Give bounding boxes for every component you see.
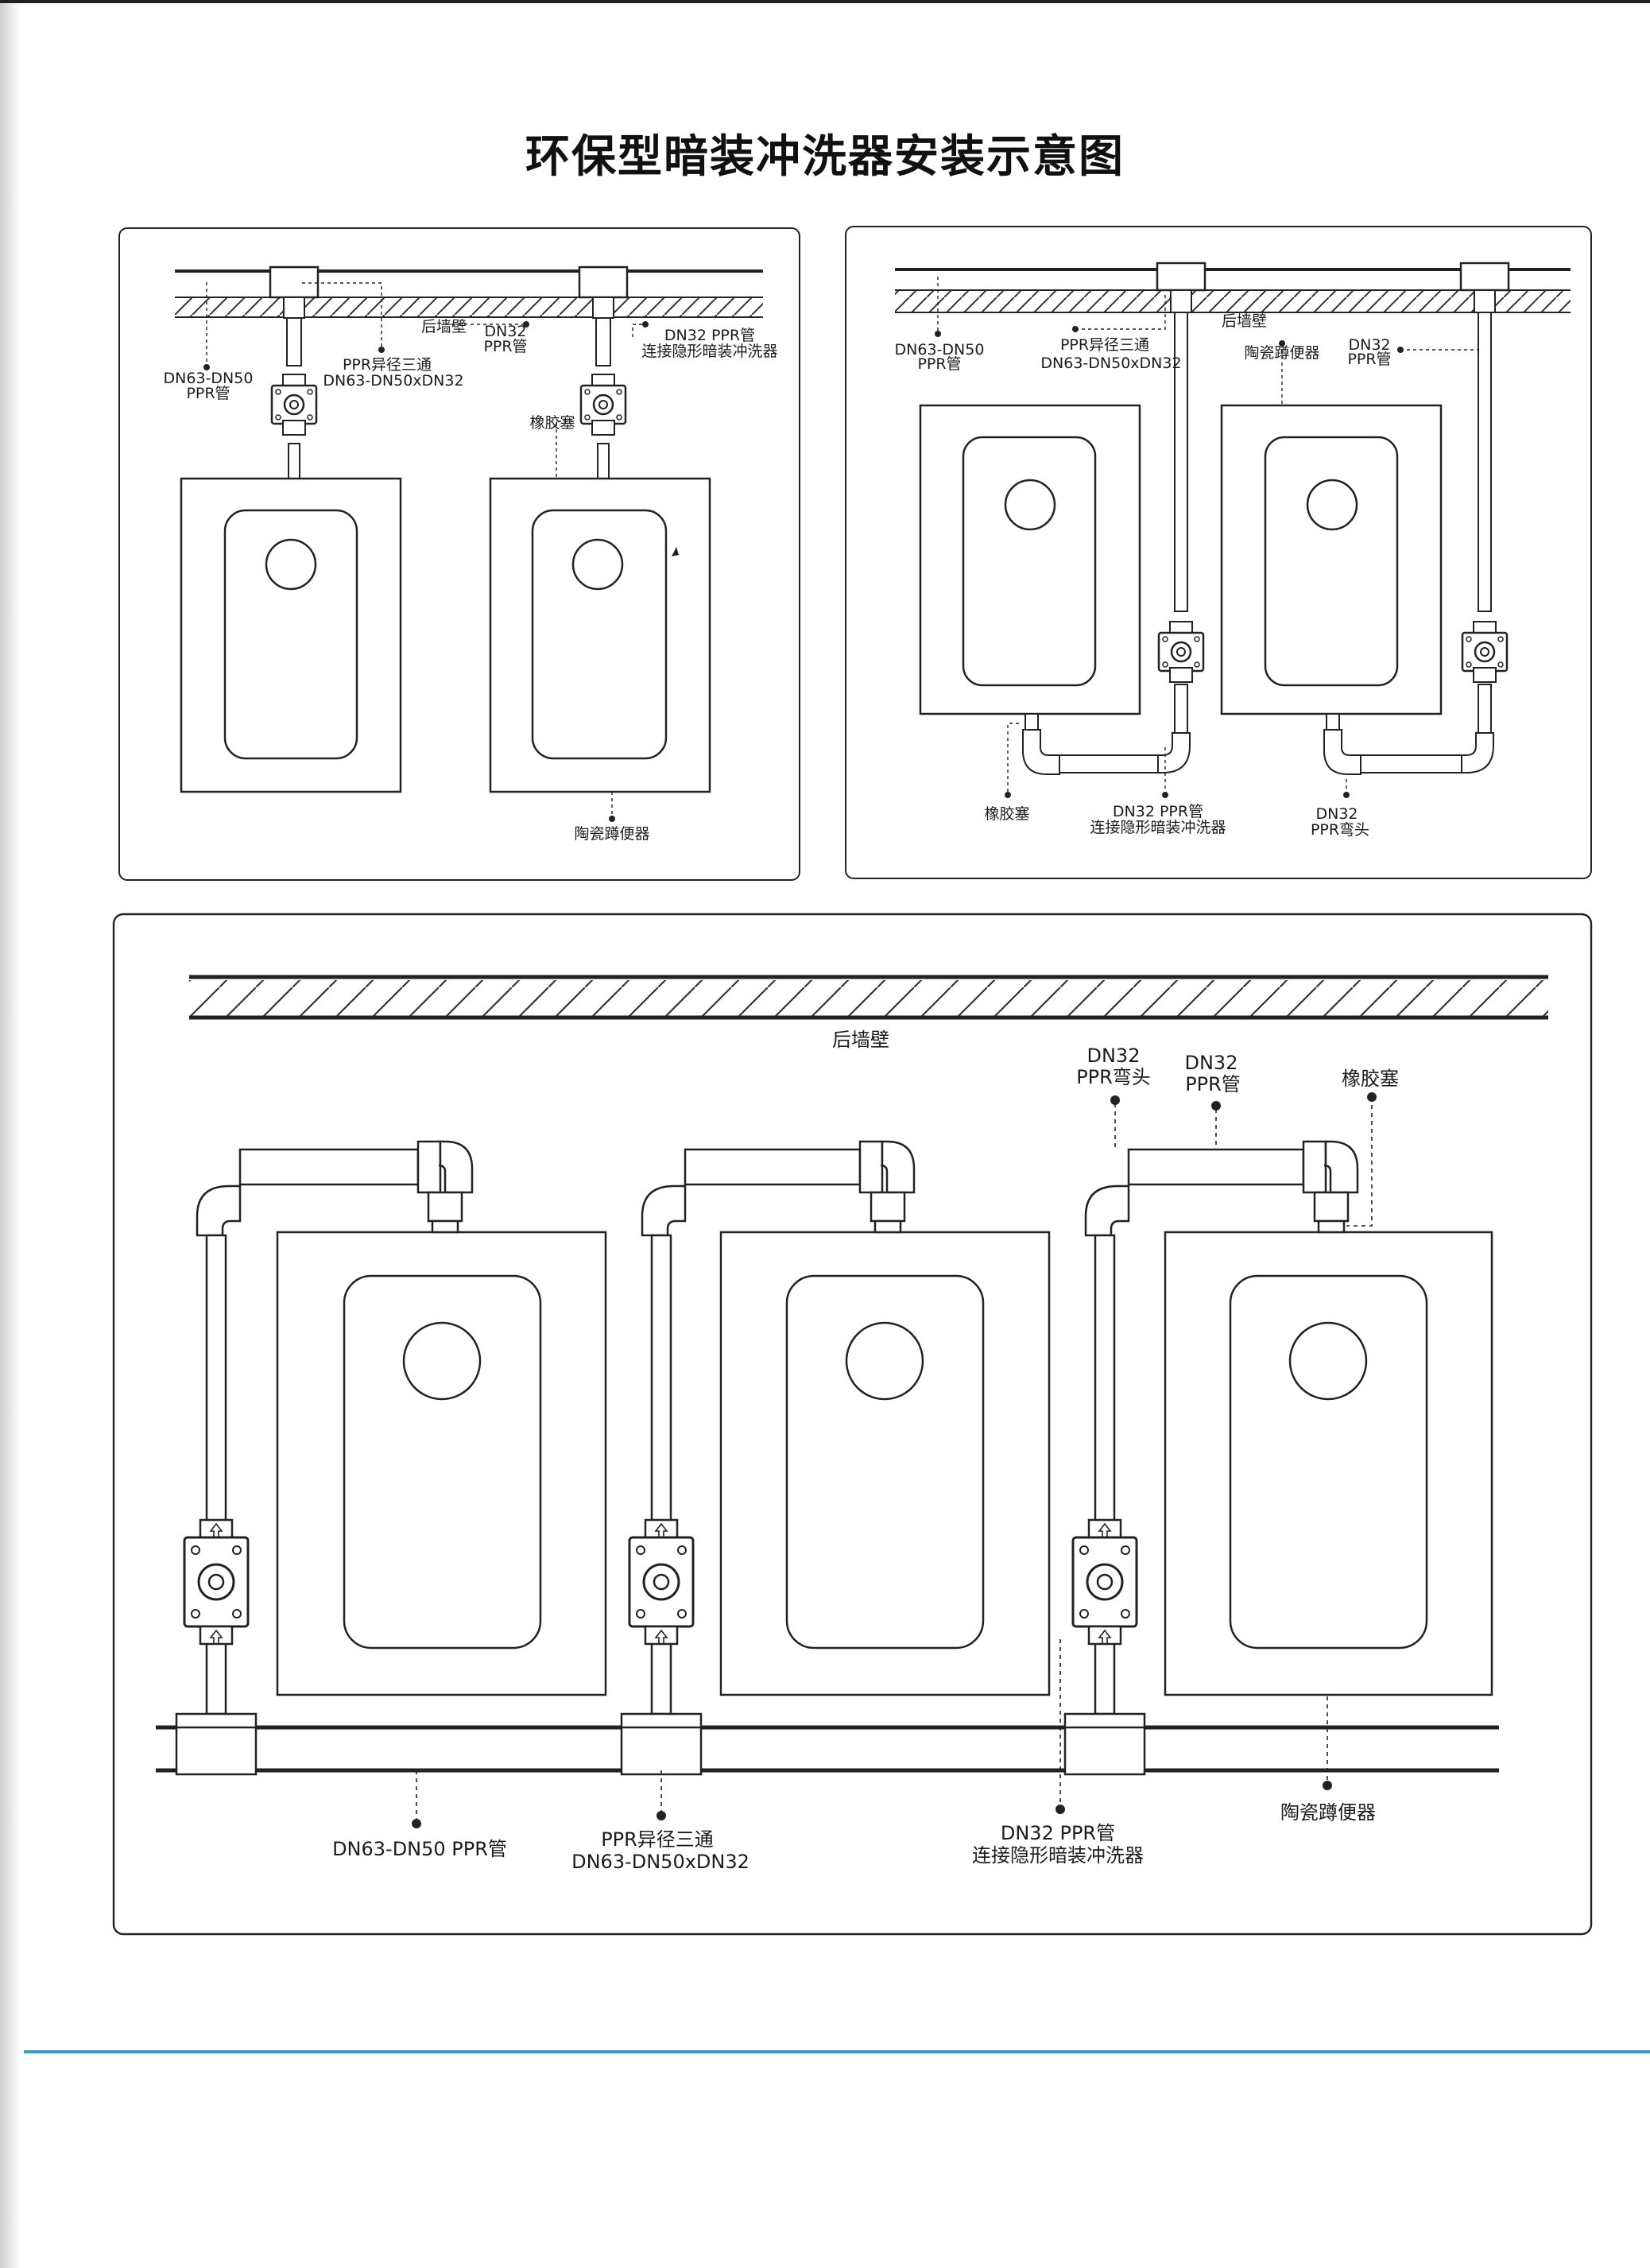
panel-b-flusher-label: 连接隐形暗装冲洗器	[1090, 819, 1226, 836]
panel-a-tee-label: PPR异径三通	[343, 356, 432, 374]
panel-b: 后墙壁 DN63-DN50 PPR管 PPR异径三通 DN63-DN50xDN3…	[845, 226, 1592, 879]
panel-a-flusher-valve	[270, 373, 318, 436]
panel-a-plug-label: 橡胶塞	[529, 414, 575, 432]
panel-c-leaders	[416, 1097, 1373, 1822]
panel-c-toilet	[719, 1231, 1051, 1696]
panel-b-tee	[1459, 262, 1510, 313]
panel-c-toilet	[276, 1231, 607, 1696]
panel-c-tee-label: PPR异径三通	[601, 1828, 714, 1851]
panel-b-leaders	[937, 277, 1478, 795]
panel-c-toilet-label: 陶瓷蹲便器	[1280, 1801, 1376, 1824]
panel-a-flusher-label: DN32 PPR管	[664, 327, 755, 344]
panel-c-elbow-label: PPR弯头	[1076, 1066, 1151, 1088]
panel-c-flusher-valve	[183, 1518, 250, 1646]
panel-c-main-pipe-label: DN63-DN50 PPR管	[332, 1838, 507, 1860]
panel-b-frame	[845, 226, 1592, 879]
panel-a-leaders	[206, 282, 645, 819]
panel-a-main-pipe-label: DN63-DN50	[164, 370, 254, 387]
panel-b-toilet-label: 陶瓷蹲便器	[1244, 344, 1319, 362]
panel-b-branch-pipe	[1174, 684, 1188, 735]
panel-b-tee-label: DN63-DN50xDN32	[1040, 355, 1181, 372]
panel-b-leader-dots	[935, 326, 1404, 798]
panel-b-elbow-label: PPR弯头	[1311, 821, 1369, 839]
panel-a-wall-label: 后墙壁	[421, 318, 467, 335]
panel-a-flusher-valve	[579, 373, 627, 436]
panel-a-leader-dots	[203, 321, 649, 822]
panel-b-branch-pipe-label: PPR管	[1347, 351, 1391, 368]
panel-c-wall	[189, 975, 1548, 1020]
page-title: 环保型暗装冲洗器安装示意图	[525, 131, 1125, 183]
panel-c-flusher-valve	[628, 1518, 695, 1646]
panel-b-toilet	[919, 404, 1141, 715]
panel-a-toilet-label: 陶瓷蹲便器	[574, 825, 649, 843]
panel-b-toilet	[1220, 404, 1443, 715]
panel-a-toilet	[180, 477, 402, 793]
panel-b-branch-pipe	[1174, 312, 1188, 612]
panel-b-main-pipe-label: DN63-DN50	[895, 341, 985, 359]
panel-a-branch-pipe-label: DN32	[484, 323, 526, 340]
panel-b-branch-pipe-label: DN32	[1348, 336, 1390, 354]
panel-b-main-pipe-label: PPR管	[917, 355, 961, 373]
panel-c-toilet	[1164, 1231, 1493, 1696]
panel-a: 后墙壁 DN63-DN50 PPR管 PPR异径三通 DN63-DN50xDN3…	[118, 227, 800, 881]
panel-c: 后墙壁 DN32 PPR弯头 DN32 PPR管 橡胶塞 DN63-DN50 P…	[112, 913, 1593, 1936]
panel-b-flusher-valve	[1461, 620, 1509, 684]
scan-top-edge	[0, 0, 1650, 3]
panel-c-tee-label: DN63-DN50xDN32	[571, 1851, 749, 1873]
panel-b-flusher-label: DN32 PPR管	[1113, 803, 1203, 820]
panel-a-branch-pipe	[286, 317, 302, 479]
scan-left-edge	[0, 0, 21, 2268]
panel-b-elbow-run	[1022, 713, 1191, 775]
panel-c-flusher-label: 连接隐形暗装冲洗器	[972, 1844, 1144, 1867]
panel-a-main-pipe-label: PPR管	[186, 385, 230, 402]
panel-b-elbow-run	[1323, 713, 1494, 775]
panel-a-tee-label: DN63-DN50xDN32	[323, 372, 463, 390]
panel-a-flusher-label: 连接隐形暗装冲洗器	[641, 343, 777, 360]
panel-a-frame	[118, 227, 800, 881]
panel-c-frame	[112, 913, 1593, 1936]
panel-a-toilet	[489, 477, 711, 793]
panel-b-plug-label: 橡胶塞	[984, 805, 1029, 823]
panel-a-branch-pipe-label: PPR管	[483, 338, 527, 355]
panel-b-flusher-valve	[1157, 620, 1205, 684]
panel-c-flusher-valve	[1071, 1518, 1138, 1646]
panel-c-branch-pipe-label: DN32	[1185, 1052, 1238, 1074]
panel-c-main-pipe	[156, 1725, 1499, 1773]
panel-c-plug-label: 橡胶塞	[1342, 1068, 1399, 1090]
panel-b-elbow-label: DN32	[1315, 805, 1358, 823]
panel-c-wall-label: 后墙壁	[832, 1029, 889, 1051]
bottom-rule	[24, 2050, 1650, 2053]
panel-b-wall-label: 后墙壁	[1222, 312, 1267, 330]
panel-a-tee	[578, 266, 629, 319]
panel-b-branch-pipe	[1478, 312, 1492, 612]
panel-b-tee-label: PPR异径三通	[1060, 336, 1149, 354]
panel-c-upper-pipe	[1063, 1140, 1359, 1776]
panel-c-upper-pipe	[620, 1140, 916, 1776]
panel-a-tee	[269, 266, 320, 319]
panel-c-leader-dots	[412, 1092, 1377, 1828]
panel-b-branch-pipe	[1478, 684, 1492, 735]
panel-a-wall	[175, 269, 763, 318]
panel-a-branch-pipe	[595, 317, 611, 479]
panel-c-upper-pipe	[175, 1140, 474, 1776]
panel-c-branch-pipe-label: PPR管	[1185, 1073, 1241, 1095]
panel-c-flusher-label: DN32 PPR管	[1001, 1822, 1115, 1844]
panel-c-elbow-label: DN32	[1087, 1045, 1141, 1067]
panel-b-wall	[895, 268, 1571, 313]
